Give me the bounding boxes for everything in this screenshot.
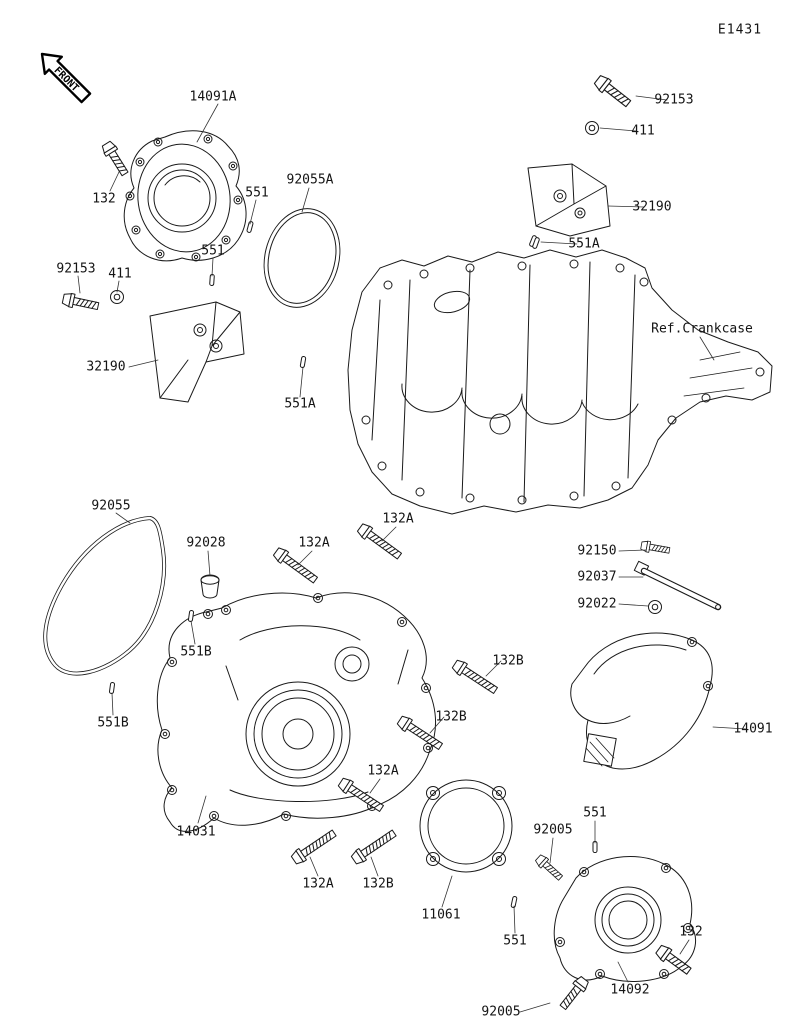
- label-132a-2: 132A: [382, 511, 414, 527]
- label-11061: 11061: [421, 907, 461, 923]
- label-411-top-right: 411: [631, 123, 655, 139]
- label-551-lower: 551: [201, 243, 225, 259]
- label-32190-left: 32190: [86, 359, 126, 375]
- strap-92037: [633, 560, 722, 611]
- label-14031: 14031: [176, 824, 216, 840]
- cover-14091a: [123, 130, 247, 262]
- label-132a-4: 132A: [302, 876, 334, 892]
- diagram-code: E1431: [717, 22, 763, 38]
- label-92005-upper: 92005: [533, 822, 573, 838]
- plug-92005-upper: [533, 853, 565, 883]
- label-92153-left: 92153: [56, 261, 96, 277]
- label-92028: 92028: [186, 535, 226, 551]
- pin-551b-2: [108, 681, 116, 695]
- seal-92055a: [263, 208, 341, 308]
- label-132-bottom-right: 132: [679, 924, 703, 940]
- label-551-right-mid: 551: [583, 805, 607, 821]
- label-132a-1: 132A: [298, 535, 330, 551]
- bolt-92150: [639, 539, 671, 557]
- label-92022: 92022: [577, 596, 617, 612]
- cover-14091: [570, 632, 713, 770]
- cover-14091-pad: [583, 733, 617, 767]
- label-92153-top-right: 92153: [654, 92, 694, 108]
- pin-551a-center: [299, 355, 307, 369]
- crankcase-ref: [347, 249, 773, 515]
- plug-92028: [200, 574, 220, 599]
- plug-92005-lower: [556, 974, 591, 1013]
- label-551b-2: 551B: [97, 715, 129, 731]
- bolt-132a-2: [355, 521, 404, 563]
- bolt-132a-4: [289, 826, 339, 867]
- label-14091a: 14091A: [189, 89, 237, 105]
- label-92055: 92055: [91, 498, 131, 514]
- cover-14092-bolt-holes: [555, 863, 693, 979]
- label-132-top-left: 132: [92, 191, 116, 207]
- cover-14031: [156, 592, 436, 832]
- label-411-left: 411: [108, 266, 132, 282]
- bolt-92153-top-right: [592, 73, 634, 111]
- leader-lines: [77, 95, 747, 1013]
- cover-14031-bolt-holes: [160, 593, 433, 821]
- label-132b-3: 132B: [362, 876, 394, 892]
- pin-551b-1: [187, 609, 195, 623]
- label-92005-lower: 92005: [481, 1004, 521, 1020]
- washer-92022: [648, 600, 662, 614]
- cover-14091a-bolt-holes: [125, 134, 243, 262]
- front-arrow: FRONT: [40, 52, 92, 104]
- label-92150: 92150: [577, 543, 617, 559]
- label-ref-crankcase: Ref.Crankcase: [651, 321, 753, 337]
- bolt-132b-3: [349, 826, 399, 867]
- label-132b-2: 132B: [435, 709, 467, 725]
- label-551b-1: 551B: [180, 644, 212, 660]
- label-92055a: 92055A: [286, 172, 334, 188]
- label-551a-center: 551A: [284, 396, 316, 412]
- crankcase-bolt-holes: [361, 259, 765, 505]
- label-14092: 14092: [610, 982, 650, 998]
- gasket-92055: [43, 516, 166, 676]
- label-132b-1: 132B: [492, 653, 524, 669]
- washer-411-top-right: [585, 121, 599, 135]
- label-92037: 92037: [577, 569, 617, 585]
- washer-411-left: [110, 290, 124, 304]
- label-551-bottom: 551: [503, 933, 527, 949]
- label-132a-3: 132A: [367, 763, 399, 779]
- label-551a-right: 551A: [568, 236, 600, 252]
- bolt-132-top-left: [99, 139, 132, 178]
- bolt-132a-1: [271, 545, 320, 587]
- label-14091: 14091: [733, 721, 773, 737]
- gasket-11061: [419, 779, 513, 873]
- bolt-92153-left: [61, 291, 100, 314]
- label-32190-right: 32190: [632, 199, 672, 215]
- bracket-32190-right: [527, 163, 611, 237]
- bracket-32190-left: [149, 301, 245, 403]
- label-551-upper: 551: [245, 185, 269, 201]
